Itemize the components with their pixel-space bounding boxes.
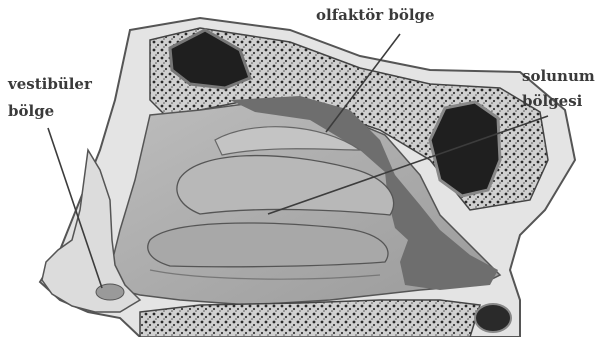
- label-olfactory: olfaktör bölge: [316, 6, 435, 24]
- label-vestibular-line2: bölge: [8, 102, 54, 120]
- hard-palate: [140, 300, 511, 337]
- sphenoid-sinus: [430, 102, 500, 196]
- label-vestibular-line1: vestibüler: [7, 75, 93, 93]
- label-respiratory-line1: solunum: [522, 67, 595, 85]
- label-respiratory-line2: bölgesi: [522, 92, 583, 110]
